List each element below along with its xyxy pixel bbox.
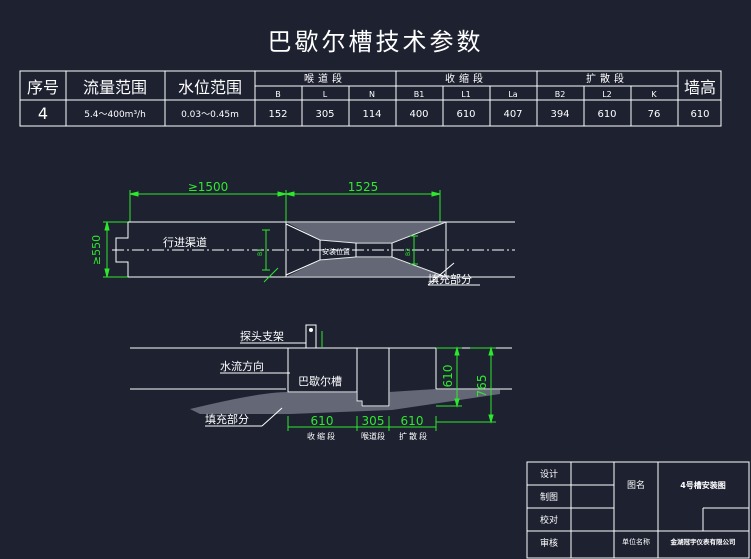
header-level: 水位范围 — [178, 78, 242, 97]
section-seg-label: 喉道段 — [361, 431, 385, 441]
plan-dim-left: ≥1500 — [188, 180, 229, 194]
plan-b1-label: B1 — [257, 248, 264, 256]
parameter-table — [19, 70, 722, 127]
drawing-name: 4号槽安装图 — [680, 480, 726, 490]
cell-flow: 5.4～400m³/h — [84, 110, 146, 120]
drawing-name-label: 图名 — [627, 479, 645, 491]
titleblock-row: 审核 — [540, 537, 558, 549]
section-bottom-dims — [287, 416, 437, 431]
unit-name: 金湖冠宇仪表有限公司 — [670, 537, 736, 546]
sub-header: B2 — [555, 90, 566, 99]
sub-header: B1 — [414, 90, 425, 99]
section-height-dims — [436, 346, 496, 424]
header-converge: 收缩段 — [445, 72, 487, 85]
section-dim: 610 — [401, 414, 424, 428]
table-cell: 400 — [409, 109, 428, 120]
sub-header: La — [508, 90, 517, 99]
sub-header: N — [369, 90, 375, 99]
title-block — [526, 461, 750, 559]
section-flume-label: 巴歇尔槽 — [298, 375, 342, 388]
section-flow-label: 水流方向 — [220, 359, 264, 373]
table-cell: 305 — [315, 109, 334, 120]
titleblock-row: 校对 — [540, 514, 558, 526]
plan-side-dimension — [103, 221, 128, 278]
section-view: 探头支架 水流方向 巴歇尔槽 填充部分 610 765 610 — [130, 324, 512, 441]
header-throat: 喉道段 — [304, 72, 346, 85]
section-fill-label: 填充部分 — [205, 412, 249, 426]
table-cell: 114 — [362, 109, 381, 120]
plan-fill-hatch — [286, 222, 446, 277]
section-probe-label: 探头支架 — [240, 330, 284, 343]
cell-no: 4 — [38, 104, 48, 123]
header-no: 序号 — [27, 78, 59, 97]
sub-header: B — [275, 90, 281, 99]
sub-header: L1 — [461, 90, 471, 99]
plan-channel-label: 行进渠道 — [163, 235, 207, 249]
cell-wall: 610 — [690, 109, 709, 120]
table-cell: 152 — [268, 109, 287, 120]
fill-leader-b — [261, 407, 283, 427]
cell-level: 0.03～0.45m — [181, 110, 239, 120]
table-cell: 610 — [597, 109, 616, 120]
value-cells: 152 305 114 400 610 407 394 610 76 — [268, 109, 660, 120]
table-cell: 610 — [456, 109, 475, 120]
table-cell: 394 — [550, 109, 569, 120]
section-seg-label: 扩散段 — [399, 431, 429, 441]
plan-dim-side: ≥550 — [90, 235, 103, 265]
section-dim: 610 — [311, 414, 334, 428]
plan-view: ≥1500 1525 ≥550 — [90, 180, 515, 286]
section-fill-hatch — [190, 389, 500, 414]
plan-dim-right: 1525 — [348, 180, 379, 194]
sub-header: K — [651, 90, 657, 99]
plan-fill-label: 填充部分 — [428, 272, 472, 286]
plan-b2-label: B2 — [405, 248, 412, 256]
section-height-outer: 765 — [475, 375, 489, 398]
section-height-inner: 610 — [441, 365, 455, 388]
sub-header: L — [323, 90, 328, 99]
table-cell: 407 — [503, 109, 522, 120]
header-wall: 墙高 — [684, 78, 716, 97]
plan-inner-dims — [262, 229, 418, 283]
section-seg-label: 收缩段 — [307, 431, 337, 441]
table-cell: 76 — [648, 109, 661, 120]
plan-fill-leader — [427, 262, 455, 286]
unit-name-label: 单位名称 — [622, 537, 650, 546]
section-dim: 305 — [362, 414, 385, 428]
header-diverge: 扩散段 — [586, 72, 628, 85]
sub-header: L2 — [602, 90, 612, 99]
plan-center-label: 安装位置 — [322, 247, 350, 256]
page-title: 巴歇尔槽技术参数 — [267, 28, 484, 56]
sub-headers: B L N B1 L1 La B2 L2 K — [275, 90, 657, 99]
plan-top-dimension — [129, 190, 441, 222]
titleblock-row: 设计 — [540, 468, 558, 480]
titleblock-row: 制图 — [540, 491, 558, 503]
header-flow: 流量范围 — [83, 78, 147, 97]
